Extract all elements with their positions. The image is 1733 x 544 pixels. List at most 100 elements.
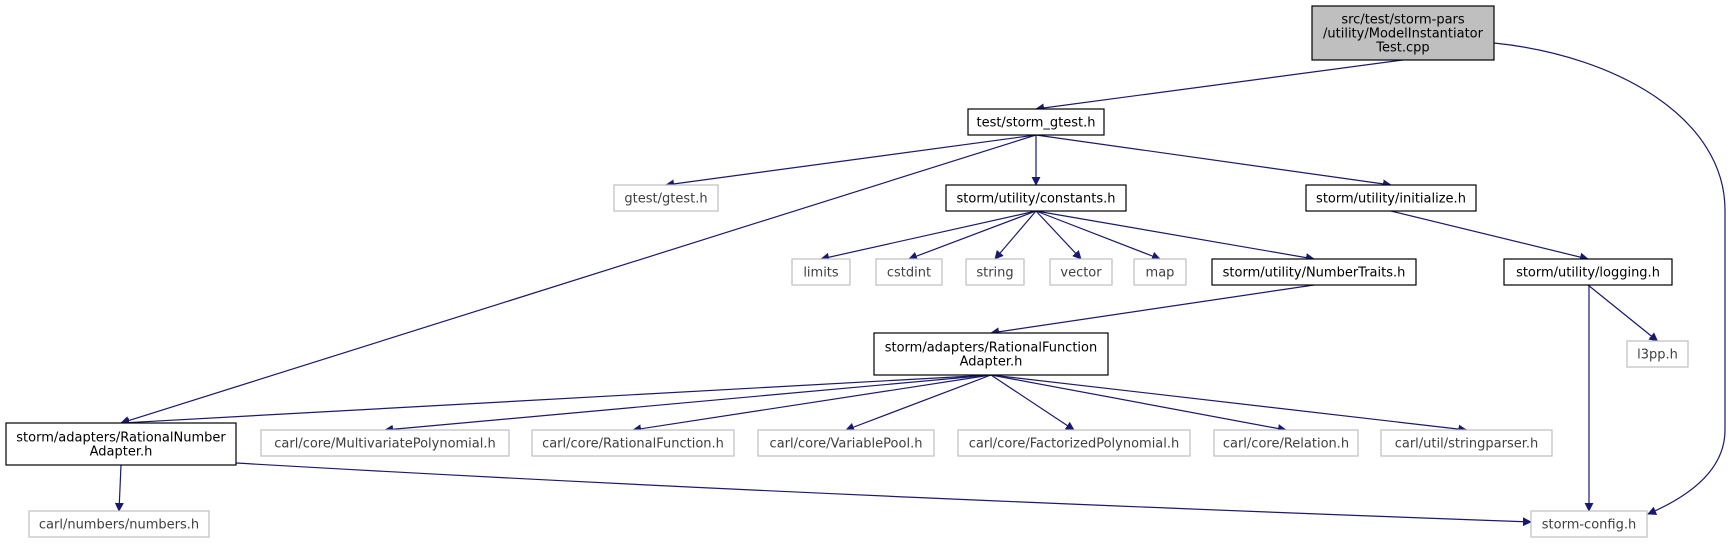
node-box (1049, 258, 1113, 286)
node-label: Adapter.h (90, 445, 153, 460)
node-label: carl/core/Relation.h (1223, 437, 1349, 452)
nodes: src/test/storm-pars/utility/ModelInstant… (5, 5, 1689, 538)
node-stormconfig: storm-config.h (1530, 510, 1648, 538)
node-label: storm/adapters/RationalNumber (16, 431, 226, 446)
node-numbertraits[interactable]: storm/utility/NumberTraits.h (1211, 258, 1417, 286)
edge-root-to-storm-gtest (1035, 59, 1404, 113)
node-vector: vector (1049, 258, 1113, 286)
node-label: Adapter.h (960, 355, 1023, 370)
edge-arrow (1390, 210, 1589, 262)
node-label: l3pp.h (1637, 348, 1678, 363)
node-numbers: carl/numbers/numbers.h (28, 510, 210, 538)
edge-arrow (990, 284, 1315, 337)
edge-arrow (845, 374, 992, 432)
node-box (28, 510, 210, 538)
node-label: limits (803, 266, 839, 281)
edge-rfadapter-to-relation (990, 374, 1287, 433)
node-label: carl/core/MultivariatePolynomial.h (274, 437, 496, 452)
edge-logging-to-l3pp (1587, 284, 1659, 342)
edge-arrow (235, 462, 1532, 527)
edge-arrow (820, 210, 1037, 262)
edge-arrow (990, 374, 1468, 434)
node-box (945, 184, 1127, 212)
edge-storm-gtest-to-rnadapter (120, 134, 1037, 425)
node-box (875, 258, 943, 286)
edge-rfadapter-to-factorized (990, 374, 1075, 431)
node-gtest: gtest/gtest.h (613, 184, 719, 212)
node-constants[interactable]: storm/utility/constants.h (945, 184, 1127, 212)
node-multivariate: carl/core/MultivariatePolynomial.h (260, 429, 510, 457)
node-label: carl/core/RationalFunction.h (542, 437, 724, 452)
edge-rnadapter-to-numbers (114, 464, 124, 512)
edge-arrow (632, 374, 992, 434)
node-string: string (965, 258, 1025, 286)
node-stringparser: carl/util/stringparser.h (1380, 429, 1553, 457)
node-factorized: carl/core/FactorizedPolynomial.h (957, 429, 1191, 457)
node-root[interactable]: src/test/storm-pars/utility/ModelInstant… (1311, 5, 1495, 61)
edge-arrow (1035, 210, 1082, 260)
edge-arrow (120, 374, 992, 428)
edge-arrow (114, 464, 124, 512)
node-label: storm/utility/NumberTraits.h (1223, 266, 1406, 281)
edge-numbertraits-to-rfadapter (990, 284, 1315, 337)
node-map: map (1133, 258, 1187, 286)
edge-arrow (120, 134, 1037, 425)
edge-constants-to-string (994, 210, 1037, 260)
node-box (613, 184, 719, 212)
edge-rfadapter-to-rationalfunction (632, 374, 992, 434)
node-label: carl/core/FactorizedPolynomial.h (969, 437, 1180, 452)
node-box (1133, 258, 1187, 286)
edge-rfadapter-to-rnadapter (120, 374, 992, 428)
edge-constants-to-map (1035, 210, 1161, 261)
edge-arrow (1035, 210, 1161, 261)
node-label: carl/numbers/numbers.h (39, 518, 199, 533)
edge-constants-to-limits (820, 210, 1037, 262)
node-label: storm/utility/constants.h (957, 192, 1116, 207)
node-label: string (976, 266, 1013, 281)
edge-root-to-stormconfig (1493, 42, 1726, 515)
node-initialize[interactable]: storm/utility/initialize.h (1305, 184, 1477, 212)
node-limits: limits (791, 258, 851, 286)
node-box (531, 429, 735, 457)
edge-constants-to-vector (1035, 210, 1082, 260)
node-cstdint: cstdint (875, 258, 943, 286)
edge-arrow (1035, 134, 1392, 189)
node-box (1380, 429, 1553, 457)
node-box (1311, 5, 1495, 61)
edge-arrow (1587, 284, 1659, 342)
edge-arrow (665, 134, 1037, 189)
node-label: map (1146, 266, 1175, 281)
node-label: src/test/storm-pars (1341, 13, 1465, 28)
edge-rfadapter-to-variablepool (845, 374, 992, 432)
node-logging[interactable]: storm/utility/logging.h (1503, 258, 1673, 286)
edge-constants-to-cstdint (908, 210, 1037, 261)
edge-arrow (994, 210, 1037, 260)
node-box (873, 332, 1109, 376)
edge-arrow (1493, 42, 1726, 515)
node-storm-gtest[interactable]: test/storm_gtest.h (967, 108, 1105, 136)
node-box (1305, 184, 1477, 212)
node-box (1626, 340, 1689, 368)
edge-arrow (990, 374, 1075, 431)
node-label: test/storm_gtest.h (976, 116, 1095, 131)
edge-arrow (1035, 210, 1315, 263)
edge-constants-to-numbertraits (1035, 210, 1315, 263)
edge-storm-gtest-to-gtest (665, 134, 1037, 189)
node-box (1530, 510, 1648, 538)
edge-arrow (990, 374, 1287, 433)
edge-storm-gtest-to-initialize (1035, 134, 1392, 189)
node-l3pp: l3pp.h (1626, 340, 1689, 368)
edge-rfadapter-to-multivariate (384, 374, 992, 434)
node-label: cstdint (887, 266, 931, 281)
node-box (5, 422, 237, 466)
node-label: /utility/ModelInstantiator (1323, 27, 1484, 42)
node-box (967, 108, 1105, 136)
node-label: storm/utility/logging.h (1516, 266, 1660, 281)
node-label: Test.cpp (1375, 41, 1429, 56)
edge-rnadapter-to-stormconfig (235, 462, 1532, 527)
node-relation: carl/core/Relation.h (1213, 429, 1359, 457)
node-box (260, 429, 510, 457)
